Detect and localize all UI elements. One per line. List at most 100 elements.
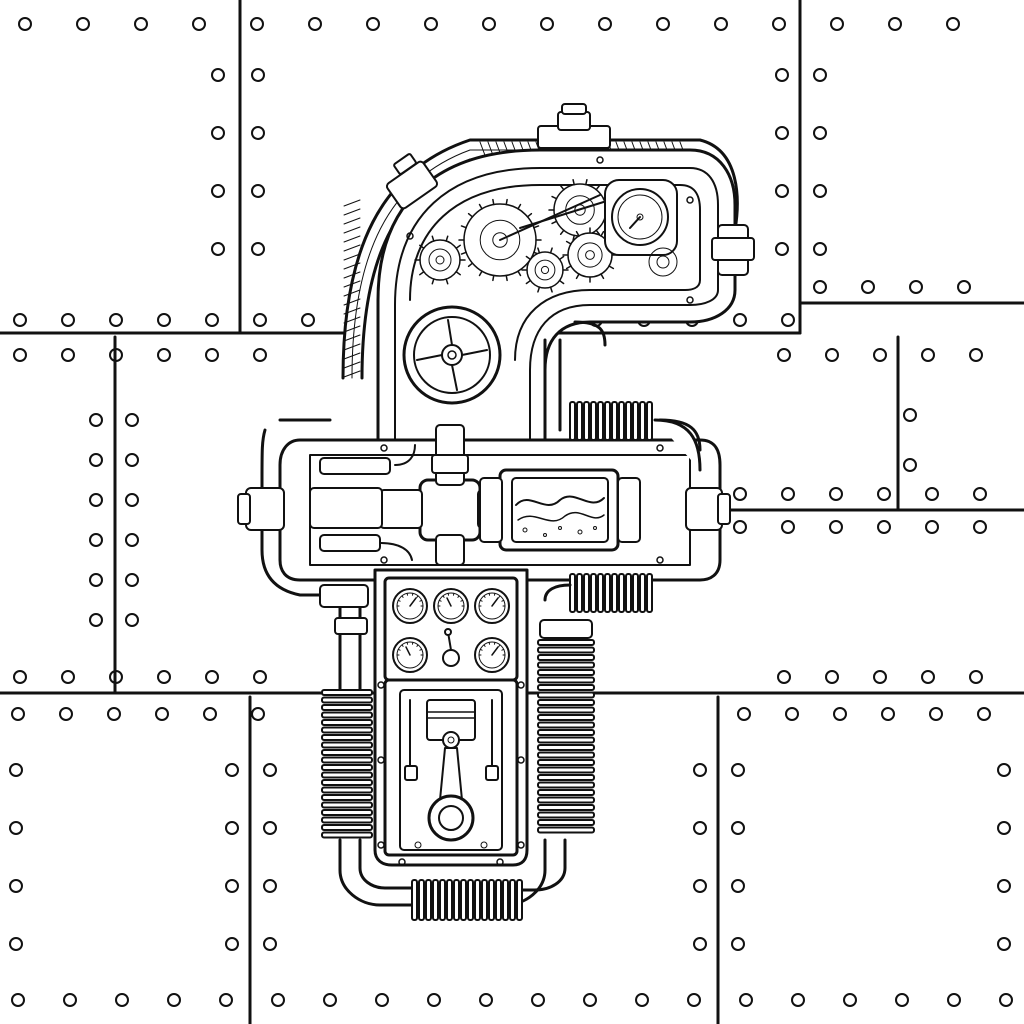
stem-screws (377, 156, 694, 866)
rivet (925, 487, 939, 501)
rivet (737, 707, 751, 721)
rivet (733, 487, 747, 501)
bottom-radiator (411, 879, 523, 921)
rivet (125, 533, 139, 547)
rivet (946, 17, 960, 31)
rivet (89, 453, 103, 467)
rivet (263, 763, 277, 777)
rivet (125, 493, 139, 507)
rivet (693, 937, 707, 951)
rivet (925, 520, 939, 534)
rivet (861, 280, 875, 294)
rivet (89, 493, 103, 507)
rivet (366, 17, 380, 31)
right-radiator (537, 619, 595, 834)
rivet (921, 348, 935, 362)
rivet (813, 184, 827, 198)
cable-valve-right (711, 224, 755, 276)
rivet (89, 413, 103, 427)
rivet (772, 17, 786, 31)
rivet (9, 821, 23, 835)
rivet (89, 613, 103, 627)
rivet (693, 821, 707, 835)
rivet (9, 937, 23, 951)
rivet (205, 670, 219, 684)
rivet (813, 280, 827, 294)
rivet (115, 993, 129, 1007)
rivet (205, 313, 219, 327)
top-flange-valve (537, 103, 611, 149)
rivet (253, 670, 267, 684)
rivet (253, 313, 267, 327)
lever-switch (442, 628, 460, 667)
left-end-cap (237, 487, 285, 531)
rivet (251, 126, 265, 140)
rivet (211, 126, 225, 140)
rivet (895, 993, 909, 1007)
rivet (109, 670, 123, 684)
rivet (733, 520, 747, 534)
rivet (251, 68, 265, 82)
panel-gauge-2 (433, 588, 469, 624)
rivet (59, 707, 73, 721)
rivet (167, 993, 181, 1007)
rivet (89, 573, 103, 587)
panel-rivets (9, 17, 1013, 1007)
rivet (825, 348, 839, 362)
rivet (693, 763, 707, 777)
rivet (157, 313, 171, 327)
rivet (13, 313, 27, 327)
rivet (61, 670, 75, 684)
rivet (775, 184, 789, 198)
rivet (89, 533, 103, 547)
rivet (251, 242, 265, 256)
rivet (775, 242, 789, 256)
rivet (909, 280, 923, 294)
panel-gauge-3 (474, 588, 510, 624)
side-cables (543, 320, 607, 432)
rivet (157, 348, 171, 362)
upper-right-radiator (569, 401, 702, 472)
rivet (714, 17, 728, 31)
rivet (531, 993, 545, 1007)
rivet (155, 707, 169, 721)
rivet (977, 707, 991, 721)
rivet (775, 126, 789, 140)
rivet (263, 821, 277, 835)
piston-chamber (383, 678, 519, 857)
rivet (125, 573, 139, 587)
rivet (63, 993, 77, 1007)
rivet (731, 879, 745, 893)
rivet (125, 613, 139, 627)
rivet (921, 670, 935, 684)
rivet (301, 313, 315, 327)
left-stem-pipes (319, 584, 417, 907)
rivet (973, 520, 987, 534)
fluid-chamber (479, 468, 641, 552)
rivet (656, 17, 670, 31)
rivet (219, 993, 233, 1007)
rivet (251, 184, 265, 198)
rivet (777, 348, 791, 362)
rivet (225, 821, 239, 835)
rivet (731, 763, 745, 777)
rivet (813, 242, 827, 256)
rivet (424, 17, 438, 31)
rivet (18, 17, 32, 31)
rivet (211, 184, 225, 198)
rivet (598, 17, 612, 31)
rivet (813, 126, 827, 140)
rivet (813, 68, 827, 82)
rivet (903, 408, 917, 422)
left-pipes (309, 444, 416, 561)
rivet (427, 993, 441, 1007)
top-pressure-gauge (604, 179, 678, 277)
rivet (881, 707, 895, 721)
left-radiator (321, 689, 373, 839)
rivet (250, 17, 264, 31)
rivet (225, 937, 239, 951)
middle-right-radiator (569, 573, 653, 613)
flywheel (402, 305, 502, 405)
